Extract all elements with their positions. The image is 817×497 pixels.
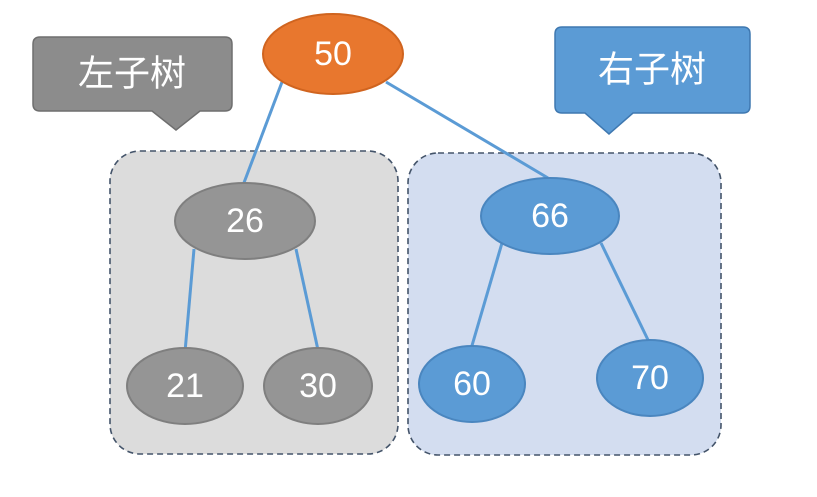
node-label-left: 26 [226,202,264,240]
right-callout-label: 右子树 [598,50,706,91]
edge-26-21 [183,248,196,353]
left-callout-label: 左子树 [78,54,186,95]
left-callout-shape [32,36,233,131]
node-label-left-right: 30 [299,367,337,405]
node-label-right-right: 70 [631,359,669,397]
edge-66-70 [599,242,652,345]
tree-node-right-left: 60 [418,345,526,423]
node-label-right-left: 60 [453,365,491,403]
right-subtree-callout: 右子树 [554,26,751,135]
tree-node-right: 66 [480,177,620,255]
edge-50-66 [385,80,549,180]
node-label-left-left: 21 [166,367,204,405]
left-subtree-callout: 左子树 [32,36,233,131]
tree-edges [183,80,652,353]
tree-node-left-left: 21 [126,347,244,425]
edge-66-60 [469,242,504,350]
tree-node-right-right: 70 [596,339,704,417]
tree-node-left: 26 [174,182,316,260]
right-callout-shape [554,26,751,135]
tree-node-root: 50 [262,13,404,95]
node-label-root: 50 [314,35,352,73]
edge-50-26 [240,81,284,189]
edge-26-30 [294,248,320,351]
node-label-right: 66 [531,197,569,235]
tree-node-left-right: 30 [263,347,373,425]
